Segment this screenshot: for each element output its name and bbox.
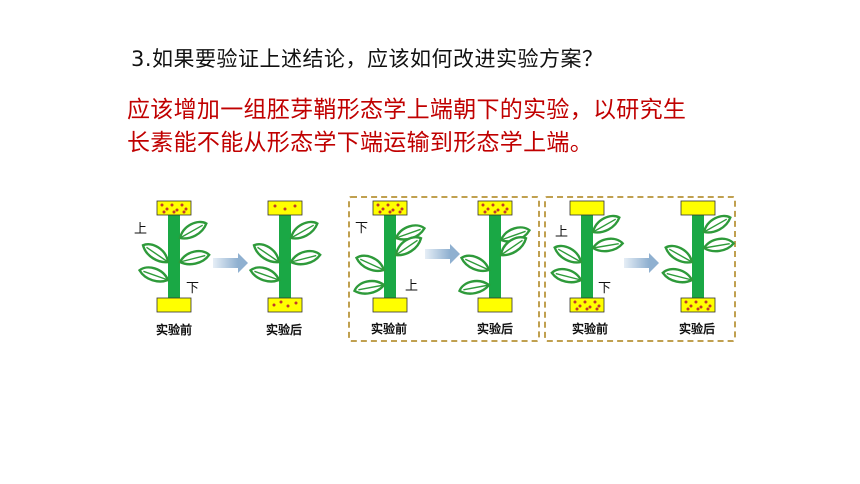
- g3-caption-after: 实验后: [679, 321, 715, 336]
- group-2-before-plant: [351, 200, 428, 313]
- answer-line-2: 长素能不能从形态学下端运输到形态学上端。: [127, 130, 593, 156]
- g2-label-top: 上: [405, 279, 418, 294]
- group-2-dashed-frame: [348, 196, 540, 342]
- g1-caption-before: 实验前: [156, 322, 192, 337]
- g3-caption-before: 实验前: [572, 321, 608, 336]
- answer-text: 应该增加一组胚芽鞘形态学上端朝下的实验，以研究生 长素能不能从形态学下端运输到形…: [127, 94, 767, 160]
- g1-label-bottom: 下: [186, 281, 199, 296]
- group-1-before-plant: [136, 200, 212, 313]
- group-3-before-plant: [549, 200, 625, 313]
- g3-label-bottom: 下: [598, 281, 611, 296]
- group-3-arrow: [624, 253, 659, 273]
- group-2-arrow: [425, 244, 460, 264]
- g1-label-top: 上: [134, 222, 147, 237]
- group-2-after-plant: [456, 200, 533, 313]
- g2-caption-before: 实验前: [371, 321, 407, 336]
- g2-label-bottom: 下: [355, 221, 368, 236]
- group-3-after-plant: [660, 200, 736, 313]
- group-3-dashed-frame: [544, 196, 736, 342]
- g3-label-top: 上: [555, 225, 568, 240]
- g1-caption-after: 实验后: [266, 322, 302, 337]
- group-1-arrow: [213, 253, 248, 273]
- question-text: 3.如果要验证上述结论，应该如何改进实验方案？: [131, 47, 604, 71]
- answer-line-1: 应该增加一组胚芽鞘形态学上端朝下的实验，以研究生: [127, 97, 687, 123]
- g2-caption-after: 实验后: [477, 321, 513, 336]
- group-1-after-plant: [247, 200, 323, 313]
- bottom-agar-block: [156, 297, 192, 313]
